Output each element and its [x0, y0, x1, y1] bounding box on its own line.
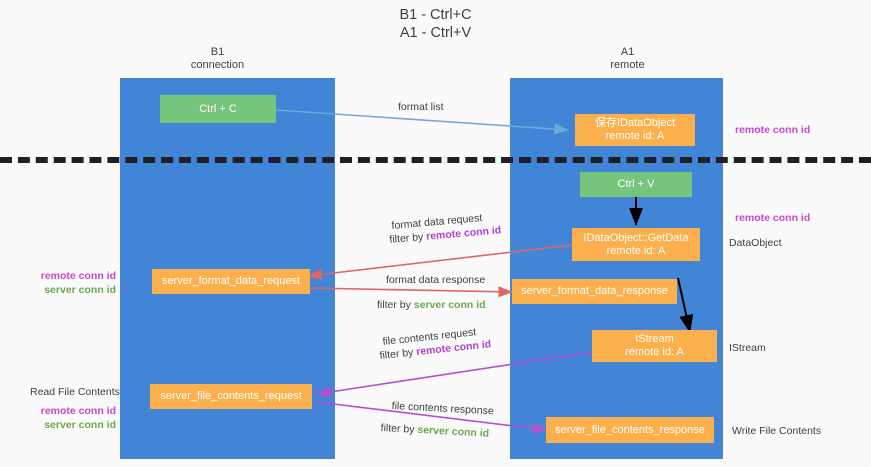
column-header-a1-role: remote	[610, 59, 645, 71]
column-header-a1-name: A1	[620, 46, 635, 58]
page-title: B1 - Ctrl+C A1 - Ctrl+V	[0, 6, 871, 42]
box-server-format-data-response-label: server_format_data_response	[521, 285, 668, 297]
column-header-a1: A1 remote	[545, 46, 710, 72]
label-format-data-response-filter-prefix: filter by	[377, 299, 414, 311]
box-server-format-data-request[interactable]: server_format_data_request	[152, 269, 310, 294]
box-istream-line-2: remote id: A	[625, 346, 684, 358]
label-file-contents-response-text: file contents response	[391, 400, 495, 418]
annotation-right-dataobject-text: DataObject	[729, 237, 782, 249]
annotation-right-top-remote-text: remote conn id	[735, 124, 811, 136]
box-server-file-contents-response[interactable]: server_file_contents_response	[546, 417, 714, 443]
label-format-data-response-text: format data response	[386, 274, 486, 286]
box-ctrl-v-label: Ctrl + V	[617, 178, 655, 190]
annotation-left-read-file-contents-text: Read File Contents	[30, 386, 120, 398]
annotation-right-top-remote: remote conn id	[735, 123, 810, 137]
annotation-right-istream-text: IStream	[729, 342, 766, 354]
annotation-left-read-file-contents: Read File Contents	[30, 385, 120, 399]
label-file-contents-request-filter-prefix: filter by	[379, 346, 417, 362]
label-file-contents-response-filter: filter by server conn id	[380, 422, 489, 441]
annotation-right-istream: IStream	[729, 341, 766, 355]
page-title-line-1: B1 - Ctrl+C	[399, 7, 472, 23]
annotation-right-mid-remote: remote conn id	[735, 211, 810, 225]
annotation-right-write-file-contents-text: Write File Contents	[732, 425, 822, 437]
label-format-list: format list	[398, 101, 444, 114]
annotation-left-ids-1: remote conn id server conn id	[21, 269, 116, 297]
label-format-data-request-filter-prefix: filter by	[389, 230, 427, 246]
label-file-contents-response-filter-prefix: filter by	[380, 422, 418, 436]
box-idataobject-store-line-1: 保存IDataObject	[594, 117, 676, 129]
label-format-data-response-filter: filter by server conn id	[377, 299, 486, 312]
box-ctrl-c-label: Ctrl + C	[199, 102, 237, 115]
annotation-left-ids-1-remote: remote conn id	[40, 270, 116, 282]
column-header-b1-role: connection	[190, 59, 245, 71]
arrow-format-data-response	[307, 286, 513, 298]
box-idataobject-store[interactable]: 保存IDataObject remote id: A	[575, 114, 695, 146]
annotation-right-mid-remote-text: remote conn id	[735, 212, 811, 224]
box-ctrl-v[interactable]: Ctrl + V	[580, 172, 692, 197]
column-header-b1: B1 connection	[145, 46, 290, 72]
annotation-left-ids-2-remote: remote conn id	[40, 405, 116, 417]
label-file-contents-response-filter-highlight: server conn id	[417, 423, 490, 440]
label-format-data-response-filter-highlight: server conn id	[413, 299, 486, 311]
box-server-format-data-request-label: server_format_data_request	[161, 275, 301, 287]
box-ctrl-c[interactable]: Ctrl + C	[160, 95, 276, 123]
annotation-right-write-file-contents: Write File Contents	[732, 424, 821, 438]
box-idataobject-getdata[interactable]: IDataObject::GetData remote id: A	[572, 228, 700, 261]
annotation-left-ids-2-server: server conn id	[44, 419, 116, 431]
column-header-b1-name: B1	[210, 46, 225, 58]
annotation-right-dataobject: DataObject	[729, 236, 782, 250]
label-format-data-response: format data response	[386, 274, 485, 287]
box-server-file-contents-response-label: server_file_contents_response	[555, 423, 705, 436]
label-file-contents-response: file contents response	[391, 400, 494, 418]
page-title-line-2: A1 - Ctrl+V	[399, 25, 472, 41]
phase-separator	[0, 157, 871, 163]
box-server-file-contents-request-label: server_file_contents_request	[160, 390, 302, 402]
box-istream[interactable]: IStream remote id: A	[592, 330, 717, 362]
annotation-left-ids-1-server: server conn id	[44, 284, 116, 296]
box-server-format-data-response[interactable]: server_format_data_response	[512, 279, 677, 304]
label-format-list-text: format list	[398, 101, 444, 113]
box-idataobject-store-line-2: remote id: A	[605, 130, 665, 142]
box-idataobject-getdata-line-1: IDataObject::GetData	[583, 231, 689, 244]
box-idataobject-getdata-line-2: remote id: A	[606, 244, 666, 257]
box-server-file-contents-request[interactable]: server_file_contents_request	[150, 384, 312, 409]
annotation-left-ids-2: remote conn id server conn id	[21, 404, 116, 432]
box-istream-line-1: IStream	[635, 333, 674, 345]
